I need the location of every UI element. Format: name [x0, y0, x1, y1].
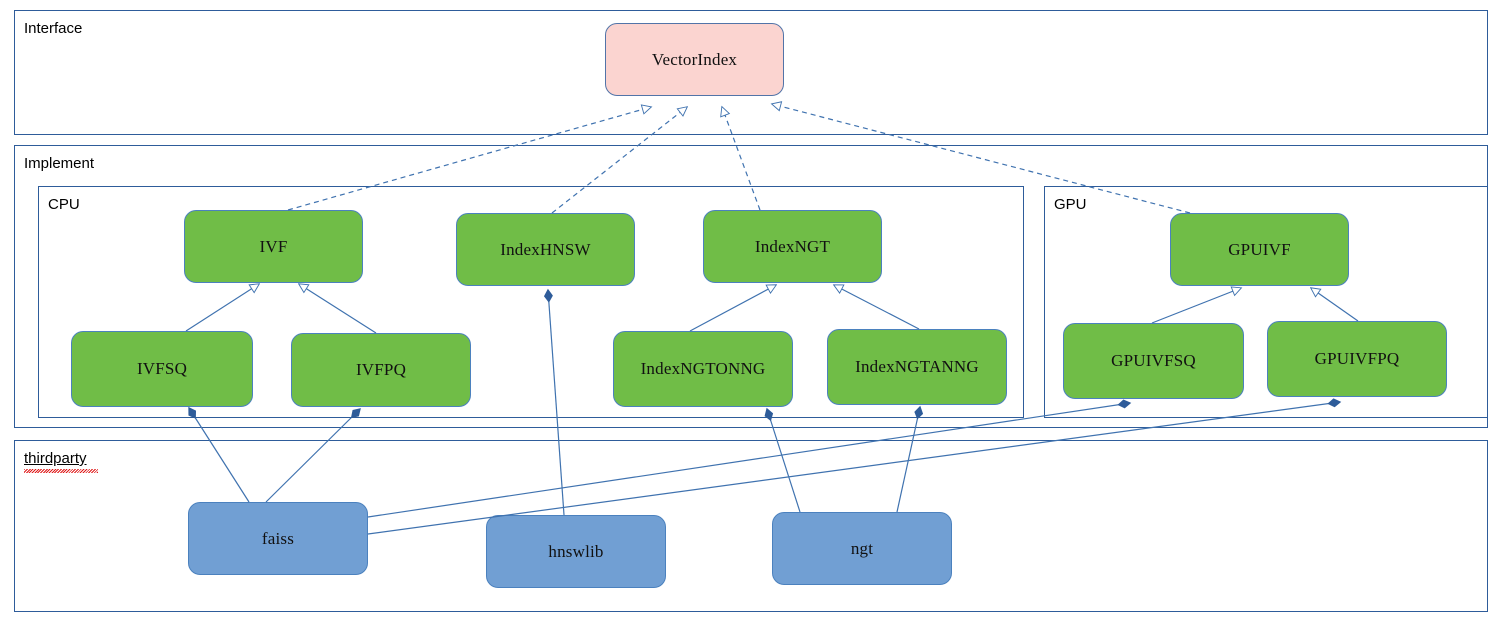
- node-indexngtonng[interactable]: IndexNGTONNG: [613, 331, 793, 407]
- node-indexngt[interactable]: IndexNGT: [703, 210, 882, 283]
- node-gpuivf[interactable]: GPUIVF: [1170, 213, 1349, 286]
- group-label-implement: Implement: [24, 155, 95, 172]
- node-ivfpq[interactable]: IVFPQ: [291, 333, 471, 407]
- node-indexngtanng[interactable]: IndexNGTANNG: [827, 329, 1007, 405]
- node-ngt[interactable]: ngt: [772, 512, 952, 585]
- node-indexhnsw[interactable]: IndexHNSW: [456, 213, 635, 286]
- node-gpuivfsq[interactable]: GPUIVFSQ: [1063, 323, 1244, 399]
- group-label-interface: Interface: [24, 20, 83, 37]
- group-label-cpu: CPU: [48, 196, 80, 213]
- node-faiss[interactable]: faiss: [188, 502, 368, 575]
- node-vectorindex[interactable]: VectorIndex: [605, 23, 784, 96]
- group-label-gpu: GPU: [1054, 196, 1087, 213]
- group-label-thirdparty: thirdparty: [24, 450, 87, 467]
- spellcheck-squiggle-thirdparty: [24, 469, 98, 473]
- node-ivfsq[interactable]: IVFSQ: [71, 331, 253, 407]
- node-gpuivfpq[interactable]: GPUIVFPQ: [1267, 321, 1447, 397]
- node-ivf[interactable]: IVF: [184, 210, 363, 283]
- node-hnswlib[interactable]: hnswlib: [486, 515, 666, 588]
